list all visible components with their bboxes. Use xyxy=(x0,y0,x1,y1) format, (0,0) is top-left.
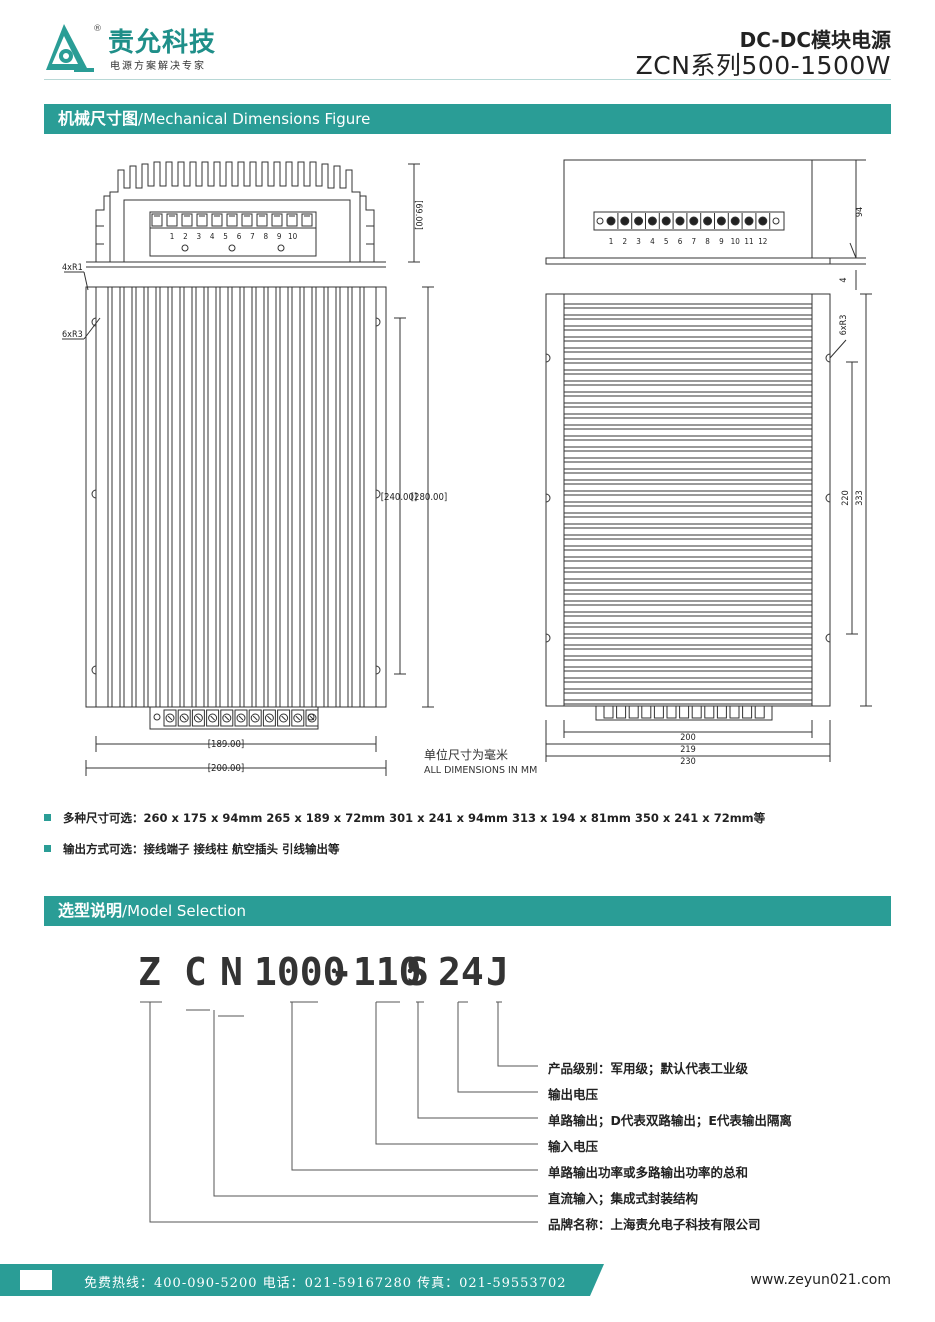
section-title-cn: 机械尺寸图 xyxy=(58,109,139,128)
section-header-dimensions: 机械尺寸图/Mechanical Dimensions Figure xyxy=(44,104,891,134)
footer-website-link[interactable]: www.zeyun021.com xyxy=(750,1272,891,1288)
terminal-number: 3 xyxy=(636,237,641,246)
bullet-square-icon xyxy=(44,845,51,852)
terminal-number: 4 xyxy=(650,237,655,246)
left-notch-radius-label: 6xR3 xyxy=(62,330,83,340)
brand-tagline: 电源方案解决专家 xyxy=(110,61,206,72)
terminal-number: 9 xyxy=(719,237,724,246)
right-front-view xyxy=(545,293,872,762)
spec-sizes: 多种尺寸可选：260 x 175 x 94mm 265 x 189 x 72mm… xyxy=(44,810,765,826)
header-divider xyxy=(44,79,891,80)
right-width-3-label: 230 xyxy=(680,757,695,767)
spec-sizes-label: 多种尺寸可选： xyxy=(63,811,144,825)
model-code-dc: C xyxy=(184,950,207,994)
unit-note-cn: 单位尺寸为毫米 xyxy=(424,748,509,762)
section-title-en: /Model Selection xyxy=(122,902,246,920)
footer-white-block xyxy=(20,1270,52,1290)
terminal-number: 1 xyxy=(609,237,614,246)
left-front-view xyxy=(62,271,434,776)
brand-logo-icon xyxy=(44,22,96,74)
spec-output-value: 接线端子 接线柱 航空插头 引线输出等 xyxy=(143,842,340,856)
model-code-brand: Z xyxy=(138,950,161,994)
left-outer-width-label: [200.00] xyxy=(208,763,245,774)
footer-bar xyxy=(0,1264,604,1296)
left-top-view xyxy=(86,161,420,268)
terminal-number: 8 xyxy=(705,237,710,246)
legend-power: 单路输出功率或多路输出功率的总和 xyxy=(548,1165,749,1180)
series-title: ZCN系列500-1500W xyxy=(635,51,891,80)
legend-output-type: 单路输出；D代表双路输出；E代表输出隔离 xyxy=(548,1113,792,1128)
terminal-number: 9 xyxy=(277,232,282,241)
terminal-number: 5 xyxy=(664,237,669,246)
terminal-number: 11 xyxy=(744,237,753,246)
legend-grade: 产品级别：军用级；默认代表工业级 xyxy=(548,1061,749,1076)
model-code-single-output: S xyxy=(406,950,429,994)
footer-contact: 免费热线：400-090-5200 电话：021-59167280 传真：021… xyxy=(84,1276,567,1291)
terminal-number: 2 xyxy=(623,237,628,246)
spec-output-label: 输出方式可选： xyxy=(63,842,144,856)
terminal-number: 8 xyxy=(264,232,269,241)
unit-note-en: ALL DIMENSIONS IN MM xyxy=(424,765,538,776)
right-outer-length-label: 333 xyxy=(855,490,865,505)
brand-name: 责允科技 xyxy=(108,28,217,58)
left-inner-width-label: [189.00] xyxy=(208,739,245,750)
terminal-number: 7 xyxy=(692,237,697,246)
terminal-number: 5 xyxy=(223,232,228,241)
terminal-number: 7 xyxy=(250,232,255,241)
spec-output: 输出方式可选：接线端子 接线柱 航空插头 引线输出等 xyxy=(44,841,340,857)
spec-sizes-value: 260 x 175 x 94mm 265 x 189 x 72mm 301 x … xyxy=(143,811,766,825)
model-code-grade: J xyxy=(486,950,509,994)
legend-dc-input: 直流输入；集成式封装结构 xyxy=(548,1191,699,1206)
registered-mark: ® xyxy=(93,24,102,34)
right-top-height-label: 94 xyxy=(855,207,865,217)
terminal-number: 10 xyxy=(731,237,741,246)
right-top-base-label: 4 xyxy=(839,277,849,282)
model-code-input-voltage: -110 xyxy=(330,950,422,994)
legend-input-voltage: 输入电压 xyxy=(548,1139,599,1154)
right-width-1-label: 200 xyxy=(680,733,695,743)
terminal-number: 4 xyxy=(210,232,215,241)
terminal-number: 12 xyxy=(758,237,767,246)
model-code-output-voltage: 24 xyxy=(438,950,484,994)
left-inner-length-label: [240.00] xyxy=(381,492,418,503)
model-code-output-type: N xyxy=(220,950,243,994)
terminal-number: 1 xyxy=(170,232,175,241)
model-code-power: 1000 xyxy=(254,950,346,994)
terminal-number: 6 xyxy=(678,237,683,246)
left-corner-radius-label: 4xR1 xyxy=(62,263,83,273)
right-width-2-label: 219 xyxy=(680,745,695,755)
product-line-title: DC-DC模块电源 xyxy=(739,28,891,52)
left-outer-length-label: [280.00] xyxy=(411,492,448,503)
section-header-model: 选型说明/Model Selection xyxy=(44,896,891,926)
right-inner-length-label: 220 xyxy=(841,490,851,505)
right-top-view xyxy=(545,159,866,290)
mechanical-drawing: [69.00] 4xR1 6xR3 [240.00] [280.00] [189… xyxy=(62,159,872,776)
terminal-number: 3 xyxy=(197,232,202,241)
legend-brand: 品牌名称：上海责允电子科技有限公司 xyxy=(548,1217,761,1232)
bullet-square-icon xyxy=(44,814,51,821)
right-notch-radius-label: 6xR3 xyxy=(839,315,849,336)
legend-output-voltage: 输出电压 xyxy=(548,1087,599,1102)
terminal-number: 6 xyxy=(237,232,242,241)
model-code-leader-lines xyxy=(140,1001,538,1223)
section-title-en: /Mechanical Dimensions Figure xyxy=(138,110,371,128)
left-top-height-label: [69.00] xyxy=(413,200,423,230)
terminal-number: 2 xyxy=(183,232,188,241)
section-title-cn: 选型说明 xyxy=(58,901,123,920)
terminal-number: 10 xyxy=(288,232,298,241)
